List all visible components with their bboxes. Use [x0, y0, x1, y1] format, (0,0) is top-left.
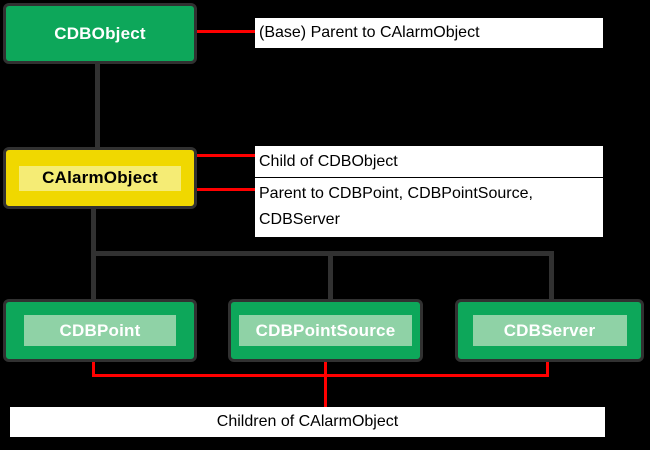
node-cdbpointsource-inner-panel: CDBPointSource — [239, 315, 412, 346]
leader-line-parent-to — [173, 188, 255, 191]
node-cdbobject: CDBObject — [3, 3, 197, 64]
annotation-parent-to-line2: CDBServer — [259, 211, 340, 228]
annotation-child-of: Child of CDBObject — [255, 146, 603, 177]
node-cdbserver: CDBServer — [455, 299, 644, 362]
connector-drop-cdbserver — [549, 251, 554, 300]
annotation-parent-to: Parent to CDBPoint, CDBPointSource, CDBS… — [255, 178, 603, 237]
bracket-center-descender — [324, 362, 327, 408]
node-cdbpoint-label: CDBPoint — [59, 320, 141, 340]
leader-line-child-of — [177, 154, 257, 157]
connector-drop-cdbpointsource — [328, 251, 333, 300]
annotation-children-of: Children of CAlarmObject — [10, 407, 605, 437]
node-cdbobject-label: CDBObject — [54, 23, 146, 43]
node-cdbserver-label: CDBServer — [503, 320, 596, 340]
node-calarmobject-label: CAlarmObject — [42, 168, 158, 187]
node-cdbpoint: CDBPoint — [3, 299, 197, 362]
node-calarmobject-inner-panel: CAlarmObject — [19, 165, 181, 191]
node-cdbpoint-inner-panel: CDBPoint — [24, 315, 176, 346]
node-cdbpointsource: CDBPointSource — [228, 299, 423, 362]
connector-cdbobject-to-calarmobject — [95, 62, 100, 148]
node-calarmobject: CAlarmObject — [3, 147, 197, 209]
bracket-stub-cdbpoint — [92, 362, 95, 377]
annotation-parent-to-line1: Parent to CDBPoint, CDBPointSource, — [259, 185, 533, 202]
node-cdbpointsource-label: CDBPointSource — [255, 320, 396, 340]
node-cdbserver-inner-panel: CDBServer — [472, 315, 627, 346]
annotation-base-parent: (Base) Parent to CAlarmObject — [255, 18, 603, 48]
connector-branch-horizontal — [91, 251, 554, 256]
leader-line-base-parent — [177, 30, 257, 33]
bracket-horizontal — [92, 374, 549, 377]
bracket-stub-cdbserver — [546, 362, 549, 377]
